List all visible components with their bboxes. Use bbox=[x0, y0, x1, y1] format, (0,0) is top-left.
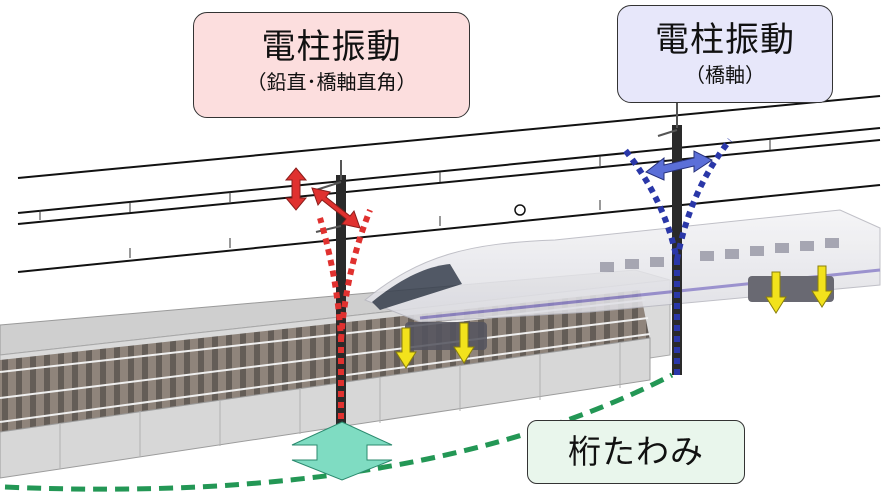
track-bed bbox=[0, 290, 650, 432]
pole-left-diagonal-arrow bbox=[311, 187, 361, 229]
catenary-wires bbox=[17, 95, 881, 273]
callout-left-title: 電柱振動 bbox=[261, 27, 402, 67]
callout-left-subtitle: （鉛直･橋軸直角） bbox=[246, 70, 417, 94]
bogie-rear bbox=[748, 276, 834, 302]
train-windshield bbox=[372, 264, 462, 310]
girder-deflection-curve bbox=[4, 372, 674, 492]
wire-1 bbox=[17, 95, 881, 179]
callout-right-title: 電柱振動 bbox=[655, 20, 795, 60]
load-arrow-4 bbox=[811, 265, 833, 308]
deflection-arrow bbox=[291, 421, 393, 481]
hanger-wires bbox=[39, 140, 771, 258]
parapet bbox=[0, 337, 651, 479]
wire-3 bbox=[17, 139, 881, 225]
pole-right-horizontal-arrow bbox=[645, 150, 713, 181]
load-arrow-2 bbox=[453, 322, 475, 364]
callout-pole-vibration-vertical: 電柱振動 （鉛直･橋軸直角） bbox=[193, 12, 470, 118]
bogie-front bbox=[405, 322, 487, 350]
pole-right bbox=[622, 98, 733, 375]
pole-left-mast bbox=[336, 175, 346, 430]
viaduct bbox=[0, 269, 671, 479]
pole-right-vibration-dash bbox=[622, 138, 733, 375]
pole-left-vibration-dash bbox=[317, 208, 373, 430]
callout-pole-vibration-axial: 電柱振動 （橋軸） bbox=[617, 5, 833, 103]
load-arrow-1 bbox=[395, 327, 417, 369]
wire-2 bbox=[17, 127, 881, 214]
callout-girder-deflection: 桁たわみ bbox=[527, 420, 745, 484]
insulator bbox=[514, 204, 526, 216]
vertical-load-arrows bbox=[395, 265, 833, 369]
load-arrow-3 bbox=[765, 271, 787, 314]
callout-bottom-title: 桁たわみ bbox=[568, 432, 704, 471]
wire-4 bbox=[17, 184, 881, 273]
pole-left bbox=[284, 160, 373, 430]
callout-right-subtitle: （橋軸） bbox=[685, 63, 765, 87]
pole-left-updown-arrow bbox=[284, 167, 308, 211]
